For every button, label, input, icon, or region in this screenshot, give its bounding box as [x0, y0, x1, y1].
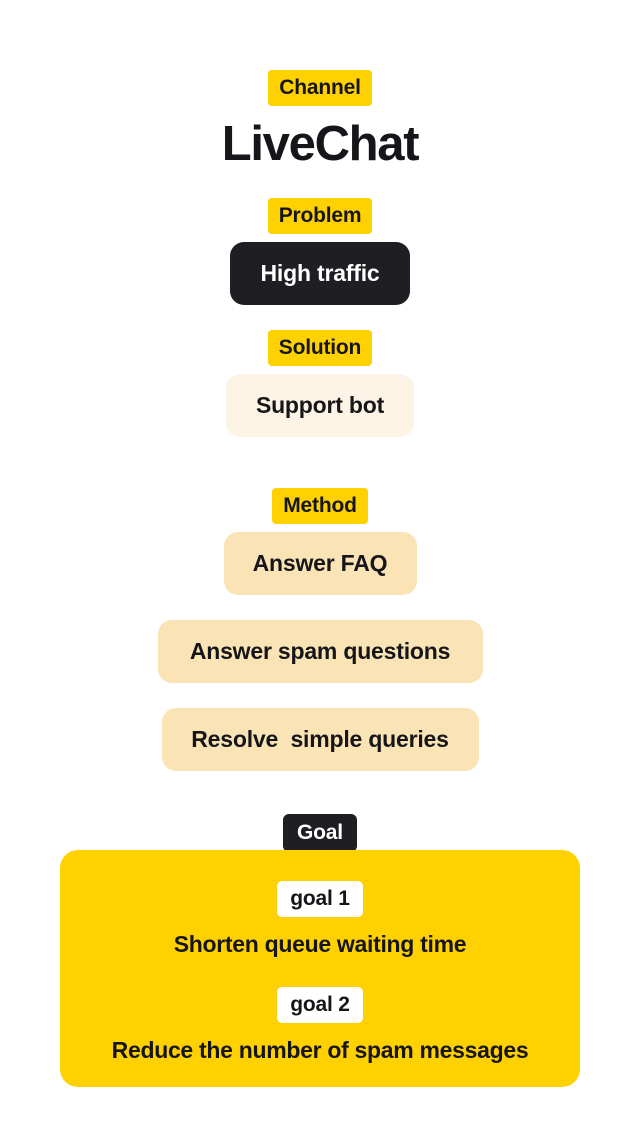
- goal-panel: goal 1 Shorten queue waiting time goal 2…: [60, 850, 580, 1087]
- solution-card: Support bot: [226, 374, 414, 437]
- page-title: LiveChat: [221, 117, 420, 171]
- goal-1-text: Shorten queue waiting time: [173, 931, 467, 957]
- goal-section: Goal goal 1 Shorten queue waiting time g…: [0, 814, 640, 1087]
- method-badge: Method: [272, 488, 368, 524]
- method-card-3: Resolve simple queries: [161, 708, 479, 771]
- goal-2-text: Reduce the number of spam messages: [111, 1037, 529, 1063]
- channel-section: Channel LiveChat: [0, 70, 640, 169]
- goal-badge: Goal: [283, 814, 357, 852]
- problem-section: Problem High traffic: [0, 198, 640, 305]
- method-card-1: Answer FAQ: [223, 532, 417, 595]
- goal-2-label: goal 2: [277, 987, 363, 1023]
- problem-badge: Problem: [267, 198, 373, 234]
- solution-badge: Solution: [267, 330, 373, 366]
- channel-badge: Channel: [268, 70, 372, 106]
- solution-section: Solution Support bot: [0, 330, 640, 437]
- method-card-2: Answer spam questions: [157, 620, 483, 683]
- goal-1-label: goal 1: [277, 881, 363, 917]
- method-section: Method Answer FAQ Answer spam questions …: [0, 488, 640, 771]
- problem-card: High traffic: [230, 242, 410, 305]
